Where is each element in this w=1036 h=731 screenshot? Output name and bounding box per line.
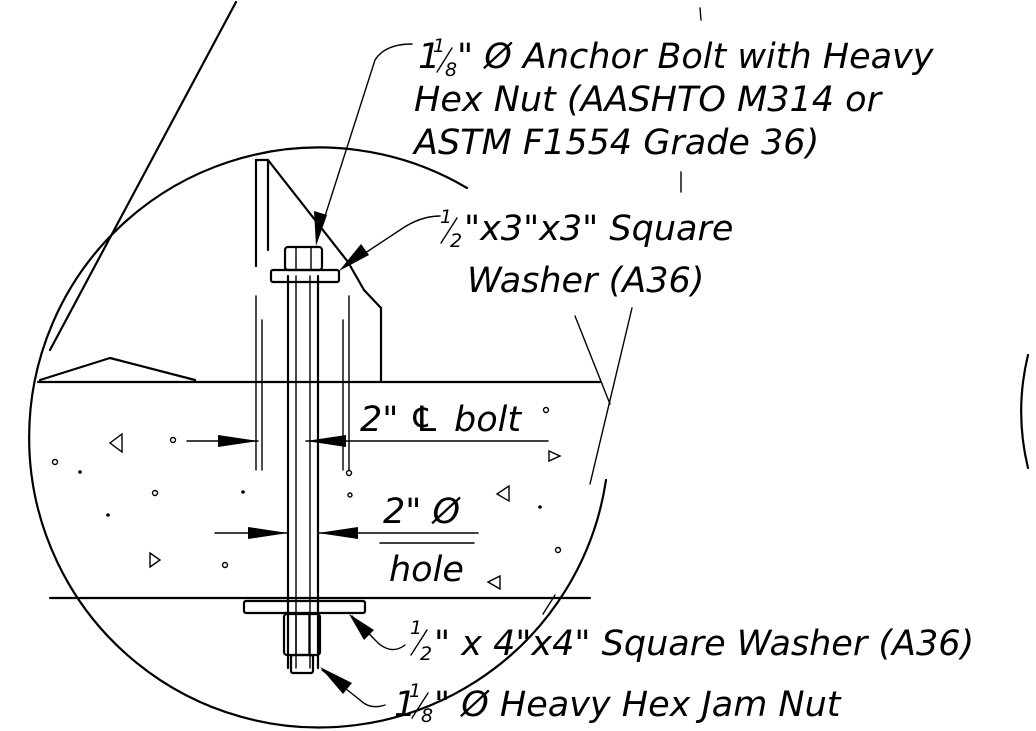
bottom-washer-frac-den: 2 (420, 643, 432, 665)
jam-nut-frac-whole: 1 (394, 685, 416, 725)
bottom-washer-frac-num: 1 (410, 617, 422, 639)
detail-circle (28, 0, 1030, 729)
anchor-bolt-line3: ASTM F1554 Grade 36) (412, 123, 819, 163)
top-square-washer (269, 268, 341, 284)
base-plate-gusset (254, 158, 383, 384)
top-washer-line1: "x3"x3" Square (464, 209, 733, 249)
label-jam-nut: 1 1 8 " Ø Heavy Hex Jam Nut (394, 680, 842, 727)
label-top-washer: 1 2 "x3"x3" Square Washer (A36) (440, 206, 733, 301)
dimension-bolt-spacing (186, 435, 549, 447)
top-washer-line2: Washer (A36) (467, 261, 704, 301)
anchor-bolt-frac-whole: 1 (418, 37, 440, 77)
jam-nut-text: " Ø Heavy Hex Jam Nut (434, 685, 842, 725)
anchor-bolt-line1: " Ø Anchor Bolt with Heavy (457, 37, 935, 77)
anchor-bolt-frac-num: 1 (433, 35, 445, 57)
label-hole: 2" Ø hole (383, 492, 464, 590)
jam-nut-frac-den: 8 (421, 705, 433, 727)
centerline-symbol: ℄ (409, 400, 440, 440)
top-heavy-hex-nut (283, 245, 324, 272)
aggregate-dots (51, 406, 562, 591)
hole-value: 2" Ø (383, 492, 461, 532)
label-bottom-washer: 1 2 " x 4"x4" Square Washer (A36) (410, 617, 974, 665)
anchor-bolt (255, 274, 350, 670)
jam-nut (282, 612, 322, 675)
bottom-washer-text: " x 4"x4" Square Washer (A36) (434, 624, 974, 664)
label-bolt-spacing: 2" ℄ bolt (360, 400, 522, 440)
bottom-square-washer (242, 599, 367, 615)
top-washer-frac-den: 2 (450, 230, 462, 252)
hole-text: hole (389, 550, 464, 590)
bolt-spacing-text: bolt (454, 400, 522, 440)
label-anchor-bolt: 1 1 8 " Ø Anchor Bolt with Heavy Hex Nut… (412, 35, 935, 163)
jam-nut-frac-num: 1 (409, 680, 421, 702)
leader-lines (314, 7, 702, 708)
anchor-bolt-frac-den: 8 (445, 59, 457, 81)
anchor-bolt-line2: Hex Nut (AASHTO M314 or (414, 80, 884, 120)
bolt-spacing-value: 2" (360, 400, 398, 440)
top-washer-frac-num: 1 (440, 206, 452, 228)
dimension-hole (214, 527, 479, 544)
